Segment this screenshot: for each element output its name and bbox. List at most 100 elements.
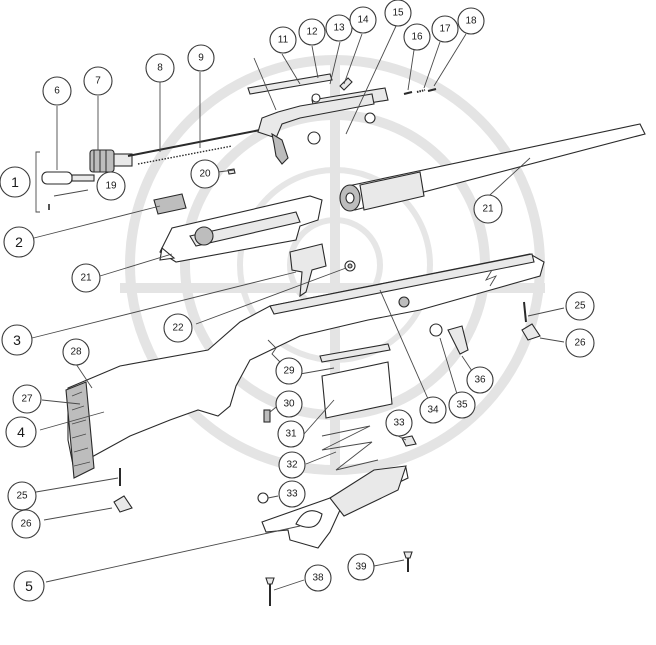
svg-text:9: 9 [198, 53, 204, 64]
callout-12: 12 [298, 18, 326, 46]
callout-16: 16 [403, 23, 431, 51]
callout-36: 36 [466, 366, 494, 394]
callout-30: 30 [275, 390, 303, 418]
callout-28: 28 [62, 338, 90, 366]
callout-13: 13 [325, 14, 353, 42]
svg-text:30: 30 [283, 399, 295, 410]
callout-8: 8 [145, 53, 175, 83]
callout-35: 35 [448, 391, 476, 419]
svg-text:7: 7 [95, 76, 101, 87]
svg-text:26: 26 [574, 338, 586, 349]
svg-text:39: 39 [355, 562, 367, 573]
callout-22: 22 [163, 313, 193, 343]
svg-text:13: 13 [333, 23, 345, 34]
svg-text:21: 21 [80, 273, 92, 284]
svg-text:20: 20 [199, 169, 211, 180]
callout-3: 3 [1, 324, 33, 356]
washer-part [429, 323, 443, 337]
svg-text:32: 32 [286, 460, 298, 471]
callout-33-clip: 33 [385, 409, 413, 437]
sling-swivel-rear-part [113, 468, 133, 513]
small-pins-part [403, 88, 437, 95]
magazine-spring-part [321, 425, 379, 471]
svg-text:36: 36 [474, 375, 486, 386]
svg-text:21: 21 [482, 204, 494, 215]
callout-26-rear: 26 [11, 509, 41, 539]
firing-pin-part [41, 171, 95, 210]
callout-14: 14 [349, 6, 377, 34]
svg-text:35: 35 [456, 400, 468, 411]
trigger-assembly-part [289, 243, 356, 298]
firing-pin-rod-part [127, 129, 261, 157]
callout-9: 9 [187, 44, 215, 72]
callout-20: 20 [190, 159, 220, 189]
svg-text:2: 2 [15, 234, 23, 250]
callout-11: 11 [269, 26, 297, 54]
svg-text:25: 25 [16, 491, 28, 502]
receiver-part [159, 195, 323, 263]
stock-part [65, 253, 545, 479]
callout-29: 29 [275, 357, 303, 385]
svg-text:5: 5 [25, 578, 33, 594]
svg-text:38: 38 [312, 573, 324, 584]
svg-text:26: 26 [20, 519, 32, 530]
callout-5: 5 [13, 570, 45, 602]
callout-39: 39 [347, 553, 375, 581]
trigger-guard-part [261, 465, 409, 549]
guard-screw-rear-part [265, 577, 275, 606]
callout-19: 19 [96, 171, 126, 201]
callout-34: 34 [419, 396, 447, 424]
callout-1: 1 [0, 166, 31, 198]
bolt-assembly-part [247, 73, 389, 165]
callout-32: 32 [278, 451, 306, 479]
action-screw-part [447, 325, 469, 355]
leader-lines [31, 25, 565, 591]
callout-6: 6 [42, 76, 72, 106]
svg-text:6: 6 [54, 86, 60, 97]
svg-text:28: 28 [70, 347, 82, 358]
svg-text:14: 14 [357, 15, 369, 26]
mainspring-part [137, 145, 233, 165]
svg-text:1: 1 [11, 174, 19, 190]
svg-text:33: 33 [393, 418, 405, 429]
callout-4: 4 [5, 416, 37, 448]
callout-26-front: 26 [565, 328, 595, 358]
svg-text:33: 33 [286, 489, 298, 500]
clip-part [257, 492, 269, 504]
callout-21-receiver: 21 [71, 263, 101, 293]
magazine-part [263, 343, 393, 423]
sling-swivel-front-part [521, 301, 541, 341]
svg-text:8: 8 [157, 63, 163, 74]
svg-text:27: 27 [21, 394, 33, 405]
svg-text:12: 12 [306, 27, 318, 38]
callout-38: 38 [304, 564, 332, 592]
scope-base-part [153, 193, 187, 215]
svg-text:34: 34 [427, 405, 439, 416]
clip-part [401, 435, 417, 447]
cocking-piece-part [89, 149, 133, 173]
callout-21-barrel: 21 [473, 194, 503, 224]
svg-text:4: 4 [17, 424, 25, 440]
guard-screw-front-part [403, 551, 413, 572]
svg-text:25: 25 [574, 301, 586, 312]
svg-text:31: 31 [285, 429, 297, 440]
svg-text:18: 18 [465, 16, 477, 27]
callout-31: 31 [277, 420, 305, 448]
barrel-part [339, 123, 646, 212]
svg-text:17: 17 [439, 24, 451, 35]
callout-25-front: 25 [565, 291, 595, 321]
callout-2: 2 [3, 226, 35, 258]
svg-text:19: 19 [105, 181, 117, 192]
callout-27: 27 [12, 384, 42, 414]
callout-7: 7 [83, 66, 113, 96]
callout-33-ring: 33 [278, 480, 306, 508]
svg-text:3: 3 [13, 332, 21, 348]
callout-18: 18 [457, 7, 485, 35]
svg-text:16: 16 [411, 32, 423, 43]
svg-text:22: 22 [172, 323, 184, 334]
callout-25-rear: 25 [7, 481, 37, 511]
svg-text:15: 15 [392, 8, 404, 19]
callout-17: 17 [431, 15, 459, 43]
svg-text:29: 29 [283, 366, 295, 377]
